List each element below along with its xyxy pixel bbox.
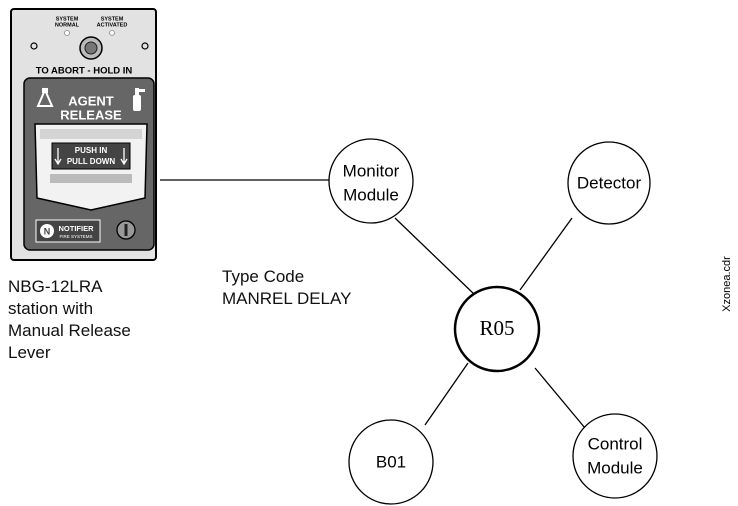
agent-label: AGENT	[68, 93, 114, 108]
system-normal-led	[64, 30, 70, 36]
control-module-node	[572, 413, 658, 499]
arrow-down-icon	[54, 148, 62, 166]
svg-text:N: N	[44, 226, 51, 236]
control-module-label: Control	[588, 434, 643, 453]
connection-lines	[160, 179, 586, 429]
monitor-to-r05-line	[394, 217, 476, 296]
type-code-label: Type Code	[222, 267, 305, 286]
station-caption: NBG-12LRA station with Manual Release Le…	[8, 276, 131, 364]
control-module-label-2: Module	[587, 458, 643, 477]
system-activated-led	[109, 30, 115, 36]
release-label: RELEASE	[60, 107, 122, 122]
r05-to-b01-line	[424, 362, 469, 426]
r05-label: R05	[479, 316, 514, 340]
b01-label: B01	[376, 452, 406, 471]
type-code-value: MANREL DELAY	[222, 289, 352, 308]
detector-label: Detector	[577, 173, 642, 192]
type-code-caption: Type Code MANREL DELAY	[222, 266, 351, 310]
system-normal-label-2: NORMAL	[55, 22, 80, 28]
extinguisher-icon	[133, 88, 145, 111]
system-normal-label: SYSTEM	[56, 16, 79, 22]
nbg-12lra-station: SYSTEM NORMAL SYSTEM ACTIVATED TO ABORT …	[10, 8, 157, 261]
svg-text:FIRE SYSTEMS: FIRE SYSTEMS	[59, 234, 92, 239]
abort-text: TO ABORT - HOLD IN	[36, 66, 133, 77]
monitor-module-node	[328, 138, 414, 224]
b01-node	[348, 419, 434, 505]
monitor-module-label: Monitor	[343, 161, 400, 180]
notifier-logo-mark	[40, 224, 54, 238]
caption-line: NBG-12LRA	[8, 277, 103, 296]
caption-line: Lever	[8, 343, 51, 362]
caption-line: Manual Release	[8, 321, 131, 340]
system-activated-label: SYSTEM	[101, 16, 124, 22]
detector-node	[567, 141, 651, 225]
sprinkler-icon	[36, 87, 54, 107]
pull-down-text: PULL DOWN	[67, 157, 116, 166]
monitor-module-label-2: Module	[343, 185, 399, 204]
caption-line: station with	[8, 299, 94, 318]
r05-to-control-line	[534, 367, 586, 429]
arrow-down-icon	[120, 148, 128, 166]
detector-to-r05-line	[519, 217, 573, 291]
svg-text:NOTIFIER: NOTIFIER	[59, 224, 95, 233]
mount-screw-left	[30, 42, 38, 50]
r05-node	[453, 285, 541, 373]
notifier-logo	[35, 219, 101, 243]
system-activated-label-2: ACTIVATED	[97, 22, 128, 28]
push-in-text: PUSH IN	[75, 146, 108, 155]
file-name-label: Xzonea.cdr	[721, 256, 733, 312]
mount-screw-right	[141, 42, 149, 50]
push-pull-window	[51, 142, 131, 170]
